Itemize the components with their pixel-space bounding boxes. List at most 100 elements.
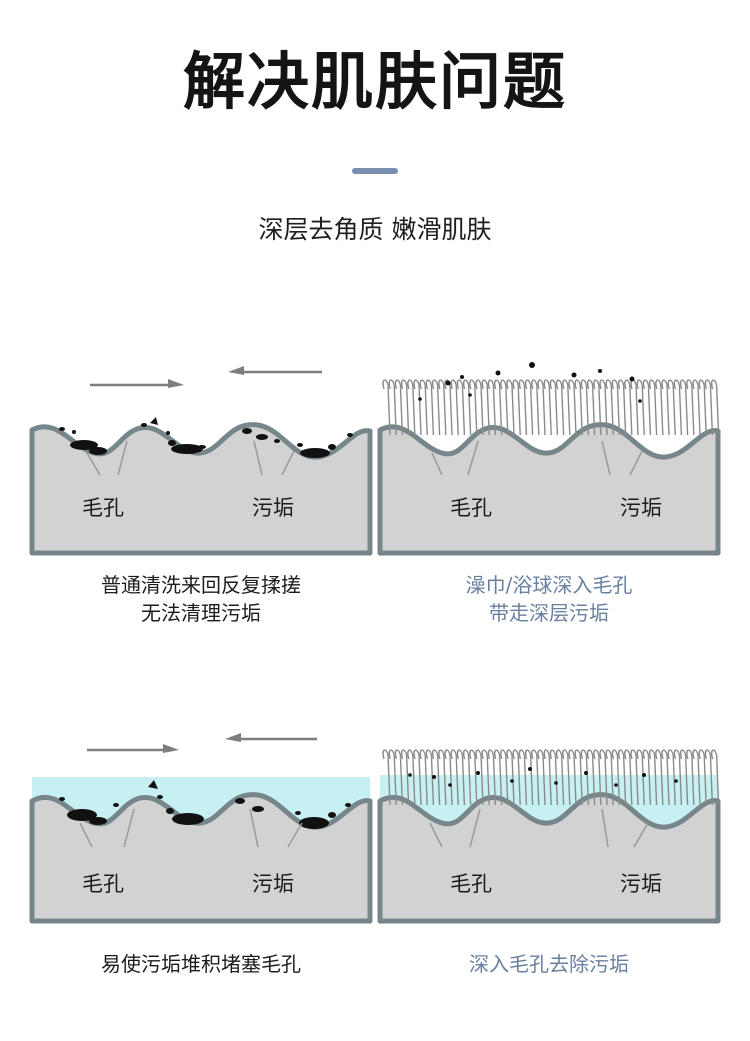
fiber-strand (667, 749, 676, 806)
fiber-strand (555, 749, 565, 806)
fiber-strand (444, 379, 453, 436)
arrow-left-icon (225, 733, 317, 742)
caption-line: 普通清洗来回反复揉搓 (101, 573, 301, 597)
title-divider (352, 168, 398, 174)
caption-clogged-pores: 易使污垢堆积堵塞毛孔 (32, 950, 370, 978)
fiber-strand (599, 749, 608, 806)
fiber-strand (692, 379, 701, 436)
caption-scrub-towel: 澡巾/浴球深入毛孔 带走深层污垢 (380, 571, 718, 627)
fiber-strand (605, 379, 614, 436)
label-pore: 毛孔 (82, 496, 124, 520)
fiber-strand (679, 749, 689, 806)
fiber-strand (617, 749, 627, 806)
skin-surface (377, 422, 721, 556)
dirt-particles (418, 362, 642, 403)
fiber-strand (493, 379, 503, 436)
skin-diagram-clogged-pores (29, 733, 373, 924)
fiber-strand (636, 749, 645, 806)
fiber-strand (431, 379, 441, 436)
fiber-strand (710, 379, 720, 436)
fiber-strand (444, 749, 453, 806)
fiber-strand (655, 379, 664, 436)
fiber-strand (506, 379, 515, 436)
diagram-scrub-towel: 毛孔 污垢 (377, 355, 721, 556)
fiber-strand (518, 379, 528, 436)
fiber-strand (593, 749, 602, 806)
fiber-strand (642, 749, 652, 806)
dirt-particles (59, 417, 353, 458)
fiber-strand (394, 379, 404, 436)
callout-lines (431, 440, 643, 476)
fiber-strand (562, 379, 571, 436)
fiber-strand (419, 379, 428, 436)
fiber-strand (518, 749, 528, 806)
skin-surface (377, 792, 721, 924)
arrow-right-icon (87, 744, 179, 753)
fiber-strand (543, 749, 552, 806)
caption-line: 易使污垢堆积堵塞毛孔 (101, 952, 301, 976)
fiber-strand (568, 749, 577, 806)
diagram-normal-wash: 毛孔 污垢 (29, 355, 373, 556)
fiber-strand (574, 379, 583, 436)
fiber-strand (438, 749, 447, 806)
fiber-strand (475, 379, 484, 436)
fiber-strand (487, 379, 497, 436)
fiber-strand (593, 379, 602, 436)
fiber-strand (524, 379, 534, 436)
fiber-strand (481, 749, 490, 806)
fiber-strand (673, 749, 683, 806)
page-title: 解决肌肤问题 (182, 45, 567, 118)
fiber-strand (425, 379, 435, 436)
fiber-strand (394, 749, 404, 806)
fiber-strand (531, 379, 540, 436)
label-dirt: 污垢 (252, 496, 294, 520)
label-dirt: 污垢 (620, 872, 662, 896)
fiber-strand (661, 749, 670, 806)
caption-line: 深入毛孔去除污垢 (469, 952, 629, 976)
diagram-clogged-pores: 毛孔 污垢 (29, 725, 373, 924)
fiber-strand (400, 749, 410, 806)
fiber-strand (537, 749, 546, 806)
fiber-strand (487, 749, 497, 806)
fiber-strand (599, 379, 608, 436)
fiber-strand (698, 749, 707, 806)
callout-lines (79, 808, 303, 848)
fiber-strand (500, 749, 509, 806)
fiber-strand (580, 749, 590, 806)
fiber-strand (456, 379, 466, 436)
fiber-strand (549, 379, 559, 436)
dirt-particles (408, 767, 678, 787)
fiber-strand (698, 379, 707, 436)
fiber-strand (636, 379, 645, 436)
fiber-strand (586, 379, 596, 436)
fiber-strand (562, 749, 571, 806)
caption-normal-wash: 普通清洗来回反复揉搓 无法清理污垢 (32, 571, 370, 627)
fiber-strand (500, 379, 509, 436)
fiber-strand (419, 749, 428, 806)
fiber-strand (624, 379, 633, 436)
label-pore: 毛孔 (450, 496, 492, 520)
fiber-strand (611, 749, 621, 806)
towel-fibers (382, 749, 720, 806)
callout-lines (429, 808, 649, 848)
fiber-strand (512, 749, 521, 806)
arrow-right-icon (90, 379, 184, 388)
fiber-strand (388, 749, 397, 806)
label-dirt: 污垢 (620, 496, 662, 520)
callout-lines (86, 440, 295, 476)
fiber-strand (462, 379, 472, 436)
fiber-strand (704, 379, 714, 436)
fiber-strand (382, 749, 391, 806)
fiber-strand (425, 749, 435, 806)
diagram-deep-clean: 毛孔 污垢 (377, 725, 721, 924)
fiber-strand (586, 749, 596, 806)
fiber-strand (438, 379, 447, 436)
skin-diagram-normal-wash (29, 366, 373, 556)
fiber-strand (469, 749, 478, 806)
fiber-strand (655, 749, 664, 806)
fiber-strand (537, 379, 546, 436)
fiber-strand (648, 379, 658, 436)
fiber-strand (506, 749, 515, 806)
fiber-strand (686, 749, 695, 806)
label-pore: 毛孔 (82, 872, 124, 896)
